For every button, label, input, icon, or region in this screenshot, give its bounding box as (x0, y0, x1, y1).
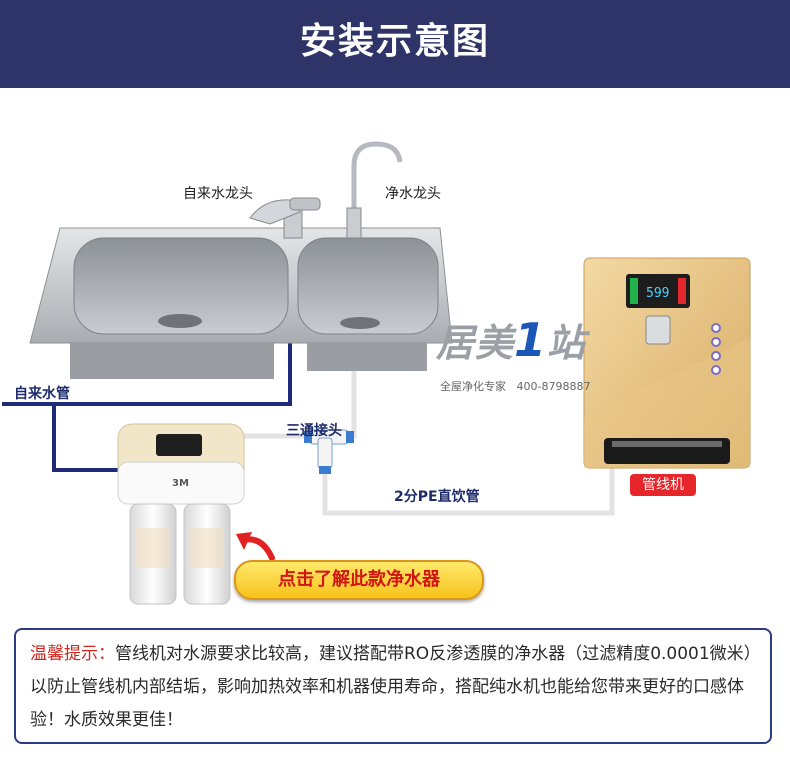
learn-purifier-button[interactable]: 点击了解此款净水器 (234, 560, 484, 600)
tap-faucet-label: 自来水龙头 (183, 186, 253, 202)
tap-water-pipe (2, 334, 292, 472)
logo-tagline: 全屋净化专家 400-8798887 (440, 380, 591, 393)
tap-faucet (249, 197, 321, 239)
installation-diagram: 599 3M (2, 141, 751, 605)
purified-faucet (346, 141, 403, 239)
pe-pipe-label: 2分PE直饮管 (394, 489, 480, 505)
tee-connector-label: 三通接头 (286, 423, 342, 439)
pipeline-dispenser: 599 (583, 257, 751, 469)
tip-box: 温馨提示：管线机对水源要求比较高，建议搭配带RO反渗透膜的净水器（过滤精度0.0… (14, 628, 772, 744)
dispenser-badge: 管线机 (630, 474, 696, 496)
page-title: 安装示意图 (299, 21, 490, 62)
header-banner: 安装示意图 (0, 0, 790, 88)
tip-text: 温馨提示：管线机对水源要求比较高，建议搭配带RO反渗透膜的净水器（过滤精度0.0… (30, 638, 758, 737)
svg-text:599: 599 (646, 286, 669, 301)
tee-connector (304, 429, 354, 474)
tap-pipe-label: 自来水管 (14, 386, 70, 402)
sink (29, 227, 453, 379)
tip-prefix: 温馨提示： (30, 644, 115, 664)
brand-logo: 居美1站 全屋净化专家 400-8798887 (436, 312, 626, 393)
water-purifier: 3M (117, 423, 245, 605)
tip-body: 管线机对水源要求比较高，建议搭配带RO反渗透膜的净水器（过滤精度0.0001微米… (30, 644, 753, 730)
svg-text:3M: 3M (172, 478, 189, 489)
logo-wordmark: 居美1站 (436, 313, 587, 367)
purified-faucet-label: 净水龙头 (385, 186, 441, 202)
pointer-arrow-icon (241, 536, 275, 561)
